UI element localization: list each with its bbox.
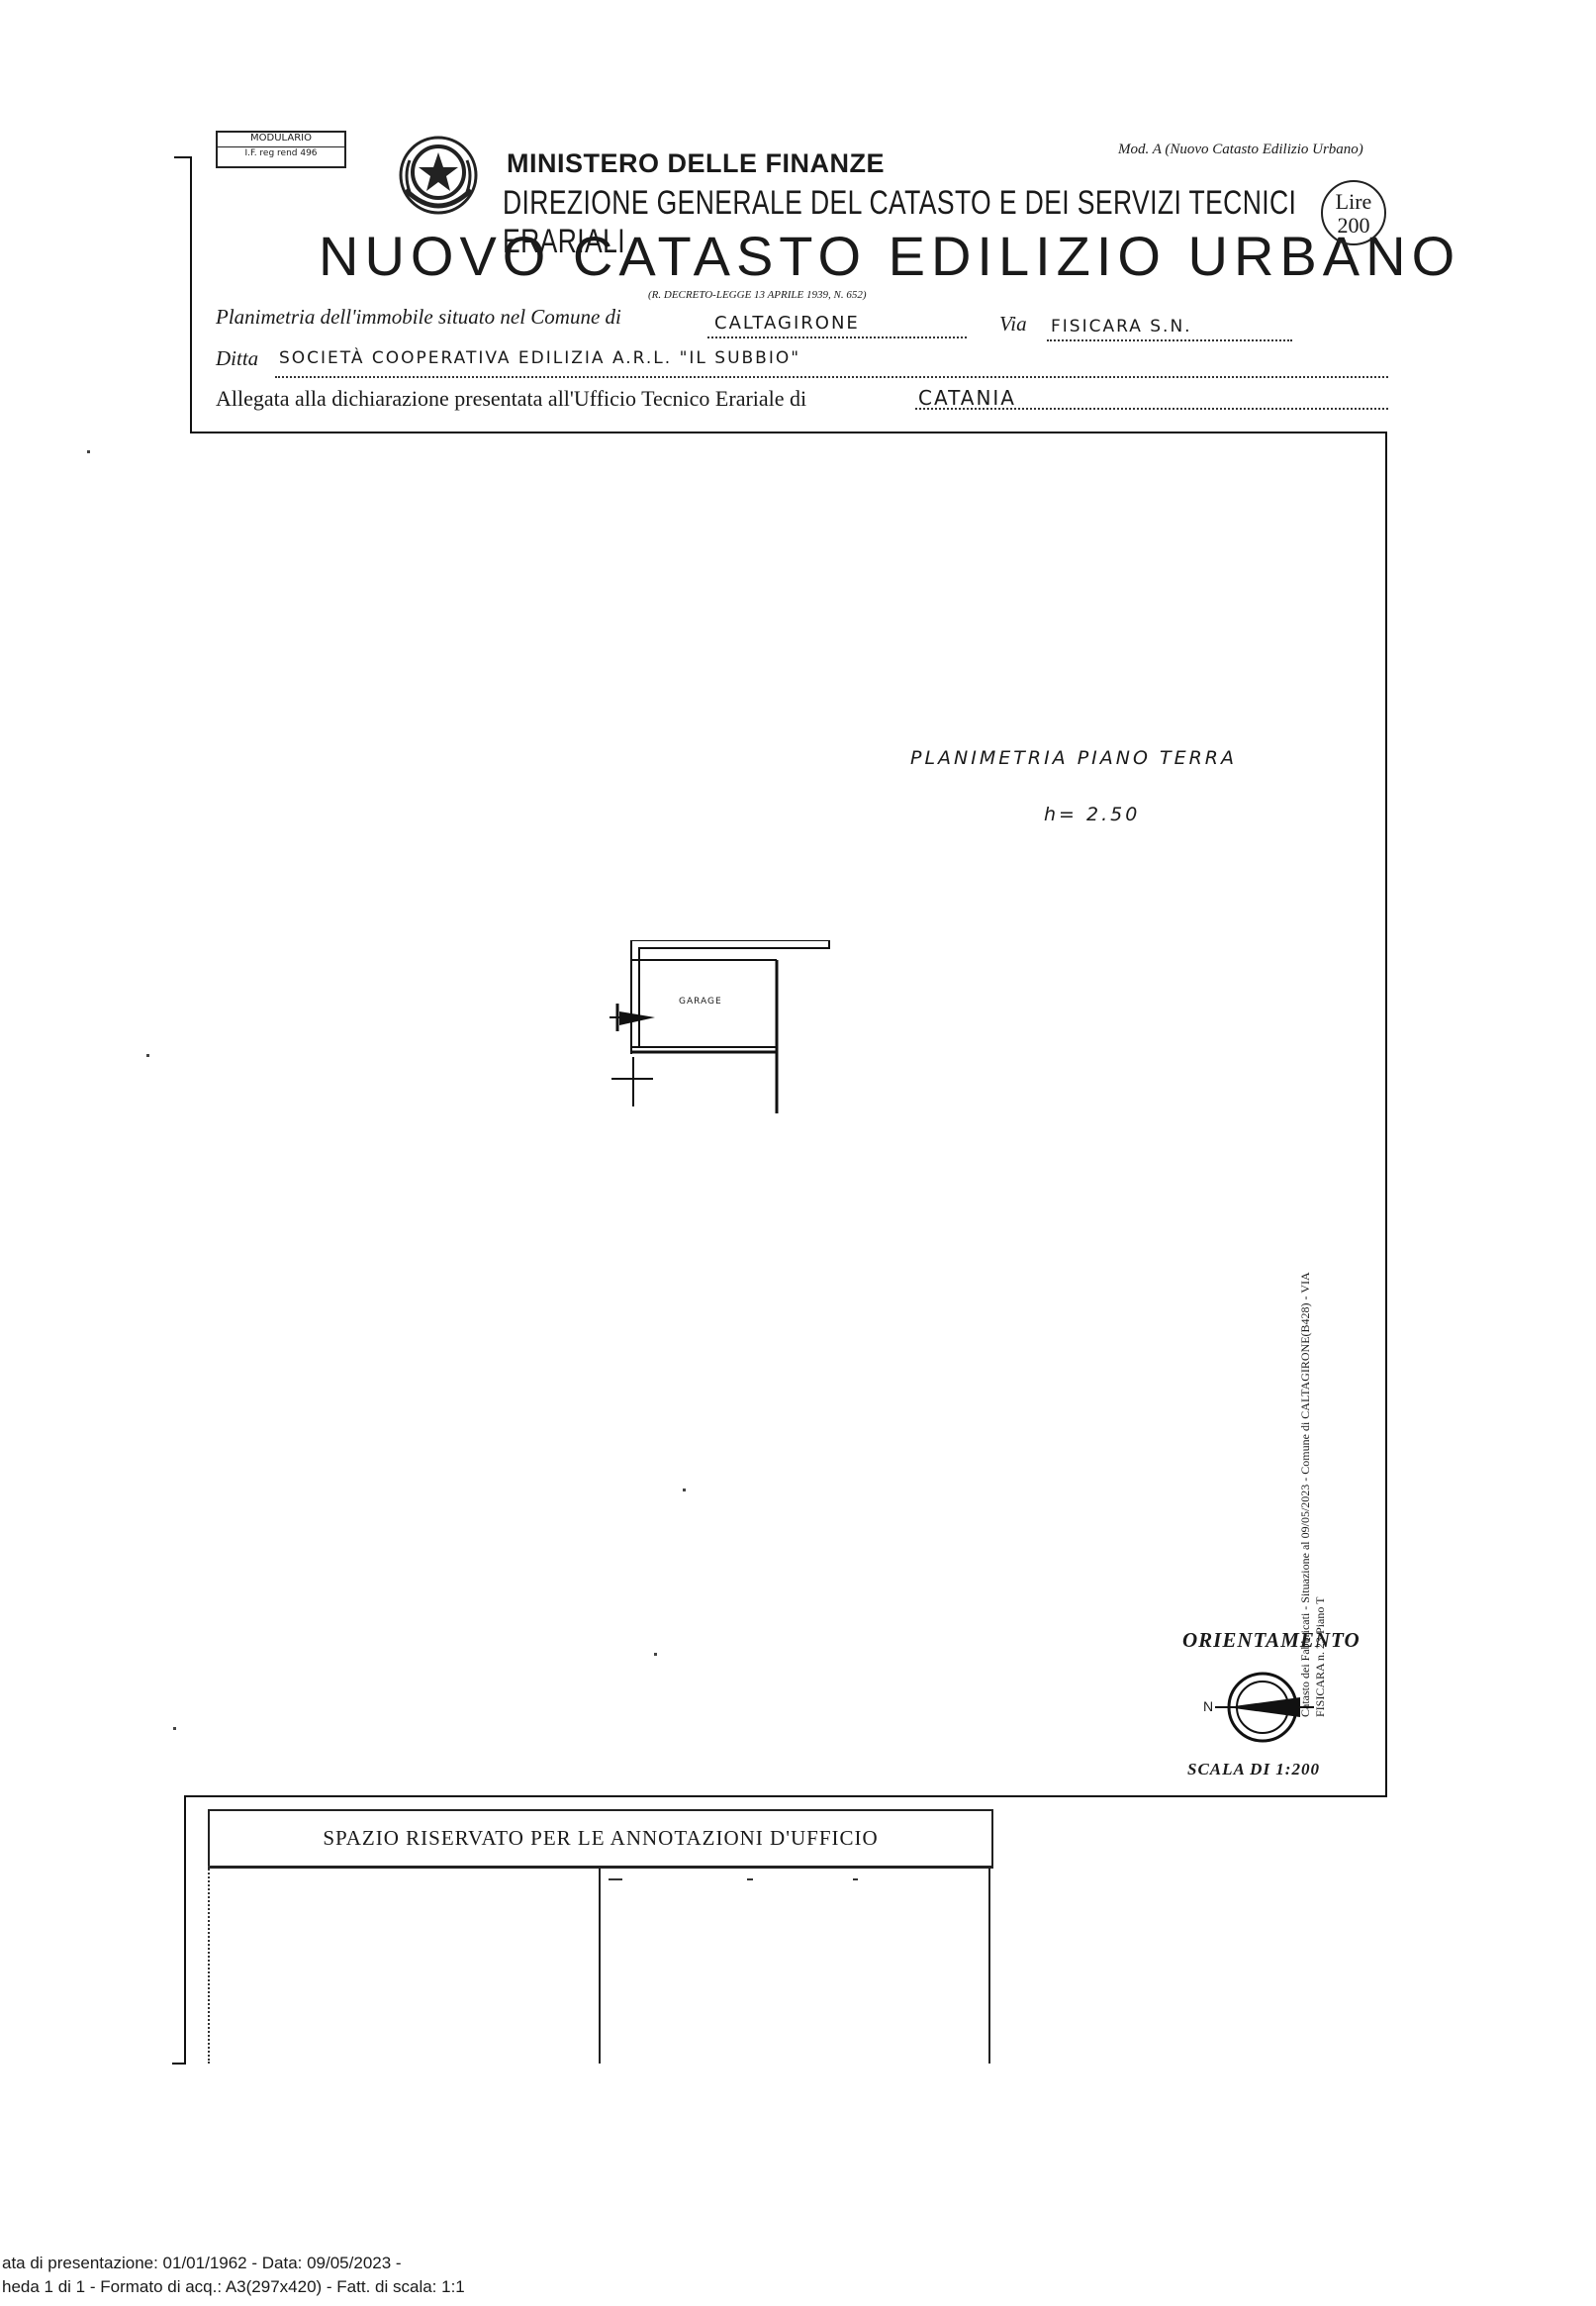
allegata-label: Allegata alla dichiarazione presentata a… (216, 386, 807, 411)
model-label: Mod. A (Nuovo Catasto Edilizio Urbano) (1118, 142, 1363, 157)
office-dash-mark (853, 1878, 858, 1880)
planimetria-note: PLANIMETRIA PIANO TERRA (910, 747, 1237, 769)
modulario-reference: I.F. reg rend 496 (218, 146, 344, 159)
price-stamp-label: Lire (1335, 189, 1372, 214)
scan-speck (173, 1727, 176, 1730)
via-label: Via (999, 312, 1027, 336)
office-reserved-header: SPAZIO RISERVATO PER LE ANNOTAZIONI D'UF… (208, 1809, 993, 1869)
scan-speck (654, 1653, 657, 1656)
price-stamp-value: 200 (1337, 213, 1370, 238)
ditta-value: SOCIETÀ COOPERATIVA EDILIZIA A.R.L. "IL … (279, 348, 801, 368)
orientation-label: ORIENTAMENTO (1182, 1628, 1361, 1652)
frame-left-header-line (190, 156, 192, 433)
ufficio-value: CATANIA (918, 386, 1016, 410)
modulario-box: MODULARIO I.F. reg rend 496 (216, 131, 346, 168)
frame-left-bottom-tick (172, 2063, 186, 2065)
scan-speck (87, 450, 90, 453)
frame-right-line (1385, 432, 1387, 1797)
document-title: NUOVO CATASTO EDILIZIO URBANO (319, 225, 1461, 287)
republic-emblem-icon (399, 136, 478, 215)
frame-left-lower-line (184, 1795, 186, 2065)
via-value: FISICARA S.N. (1051, 317, 1192, 336)
north-arrow-icon (1215, 1672, 1314, 1743)
ministero-heading: MINISTERO DELLE FINANZE (507, 148, 885, 178)
height-note: h= 2.50 (1044, 804, 1141, 825)
price-stamp: Lire 200 (1321, 180, 1386, 245)
planimetria-label: Planimetria dell'immobile situato nel Co… (216, 305, 621, 329)
office-center-divider (599, 1866, 601, 2064)
frame-bottom-line (184, 1795, 1387, 1797)
scale-label: SCALA DI 1:200 (1187, 1760, 1320, 1778)
north-marker: N (1203, 1698, 1214, 1714)
frame-header-bottom-line (190, 432, 1387, 433)
decreto-reference: (R. DECRETO-LEGGE 13 APRILE 1939, N. 652… (648, 289, 867, 301)
frame-left-top-tick (174, 156, 192, 158)
modulario-label: MODULARIO (250, 133, 312, 144)
ufficio-dotted-line (915, 408, 1388, 410)
ditta-dotted-line (275, 376, 1388, 378)
floor-plan-drawing (610, 940, 830, 1113)
scan-speck (146, 1054, 149, 1057)
room-label-garage: GARAGE (679, 997, 722, 1007)
scan-speck (683, 1489, 686, 1491)
direzione-heading: DIREZIONE GENERALE DEL CATASTO E DEI SER… (503, 184, 1297, 260)
office-right-border (988, 1866, 990, 2064)
ditta-label: Ditta (216, 346, 259, 370)
via-dotted-line (1047, 339, 1292, 341)
office-left-dotted-border (208, 1866, 210, 2064)
footer-line-1: ata di presentazione: 01/01/1962 - Data:… (2, 2254, 402, 2272)
office-dash-mark (747, 1878, 753, 1880)
office-dash-mark (609, 1878, 622, 1880)
comune-value: CALTAGIRONE (714, 313, 860, 334)
footer-line-2: heda 1 di 1 - Formato di acq.: A3(297x42… (2, 2277, 465, 2296)
comune-dotted-line (707, 336, 967, 338)
